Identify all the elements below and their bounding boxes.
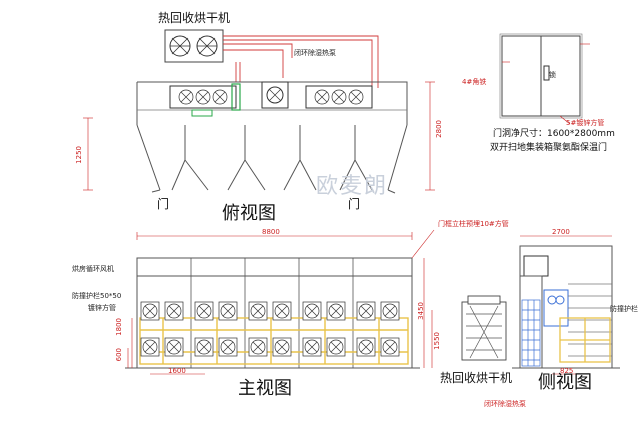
fan-icon xyxy=(169,35,191,57)
fan-blade xyxy=(276,305,288,317)
fan-blade xyxy=(384,341,396,353)
dim-front-width: 8800 xyxy=(262,228,280,236)
fan-blade xyxy=(222,305,234,317)
top-title: 热回收烘干机 xyxy=(158,11,231,25)
fan-blade xyxy=(198,341,210,353)
door-spec-2: 双开扫地集装箱聚氨酯保温门 xyxy=(490,143,608,153)
door-hinge-note: 4#角铁 xyxy=(462,78,487,86)
door-detail xyxy=(499,33,590,125)
top-view xyxy=(83,29,435,194)
fan-blade xyxy=(198,305,210,317)
fan-blade xyxy=(306,305,318,317)
dim-front-l2: 600 xyxy=(115,348,123,362)
room-top-outline xyxy=(136,81,408,125)
fan-blade xyxy=(306,341,318,353)
view-front-title: 主视图 xyxy=(238,378,292,399)
dim-front-bay: 1600 xyxy=(168,367,186,375)
dim-side-width: 2700 xyxy=(552,228,570,236)
fan-blade xyxy=(330,305,342,317)
heat-pump-label: 闭环除湿热泵 xyxy=(294,49,336,57)
side-blue-grid xyxy=(521,299,541,367)
side-guard-label: 防撞护栏 xyxy=(610,305,638,313)
fan-blade xyxy=(222,341,234,353)
fan-blade xyxy=(252,341,264,353)
fan-blade xyxy=(168,341,180,353)
dim-front-l1: 1800 xyxy=(115,318,123,336)
dim-side-bottom: 825 xyxy=(560,367,574,375)
front-heat-recovery-unit xyxy=(461,295,507,361)
door-label-left: 门 xyxy=(157,197,170,211)
front-bottom-red: 闭环除湿热泵 xyxy=(484,400,526,408)
dim-front-h1: 3450 xyxy=(417,302,425,320)
front-circ-fan-label: 烘房循环风机 xyxy=(72,265,114,273)
fan-blade xyxy=(168,305,180,317)
fan-icon xyxy=(140,301,400,321)
dim-top-left: 1250 xyxy=(75,146,83,164)
view-side-title: 侧视图 xyxy=(538,372,592,393)
front-guard-label-2: 镀锌方管 xyxy=(88,304,116,312)
watermark: 欧麦朗 xyxy=(316,174,389,199)
door-label-right: 门 xyxy=(348,197,361,211)
front-bottom-title: 热回收烘干机 xyxy=(440,371,513,385)
red-ducts xyxy=(223,35,379,88)
front-view xyxy=(125,229,435,375)
fan-blade xyxy=(330,341,342,353)
fan-blade xyxy=(252,305,264,317)
fan-blade xyxy=(276,341,288,353)
fan-blade xyxy=(360,341,372,353)
door-spec-1: 门洞净尺寸：1600*2800mm xyxy=(493,129,615,139)
fan-blade xyxy=(144,305,156,317)
fan-icon xyxy=(196,35,218,57)
dim-front-h2: 1550 xyxy=(433,332,441,350)
door-swings xyxy=(136,124,408,194)
fan-blade xyxy=(144,341,156,353)
fan-blade xyxy=(384,305,396,317)
dim-top-height: 2800 xyxy=(435,120,443,138)
view-top-title: 俯视图 xyxy=(222,203,276,224)
door-lock-note: 锁 xyxy=(549,71,556,79)
fan-icon xyxy=(140,337,400,357)
front-guard-label: 防撞护栏50*50 xyxy=(72,292,122,300)
side-view xyxy=(512,235,620,375)
fan-blade xyxy=(360,305,372,317)
door-tube-note: 5#镀锌方管 xyxy=(566,119,605,127)
front-top-note: 门框立柱预埋10#方管 xyxy=(438,220,509,228)
